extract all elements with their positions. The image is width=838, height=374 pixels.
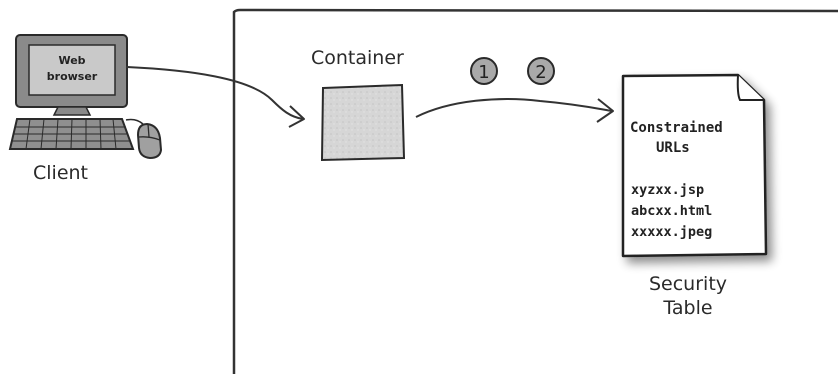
- document-corner-fold: [738, 75, 764, 100]
- lookup-arrow-container-to-table: [416, 99, 613, 122]
- client-label: Client: [33, 162, 88, 184]
- request-arrow-client-to-container: [126, 67, 304, 127]
- mouse-icon: [138, 124, 161, 158]
- url-entry: xxxxx.jpeg: [631, 224, 712, 240]
- url-entry: xyzxx.jsp: [631, 182, 704, 198]
- screen-text-browser: browser: [47, 70, 98, 83]
- security-table-caption-line1: Security: [649, 273, 727, 295]
- security-table-caption-line2: Table: [662, 297, 712, 319]
- step-1-label: 1: [478, 62, 489, 83]
- table-heading-line2: URLs: [656, 140, 690, 156]
- client-computer: Web browser: [10, 35, 161, 158]
- table-heading-line1: Constrained: [630, 120, 723, 136]
- screen-text-web: Web: [58, 54, 85, 67]
- step-2-label: 2: [535, 62, 546, 83]
- monitor-stand: [54, 107, 90, 115]
- url-entry: abcxx.html: [631, 203, 712, 219]
- step-1-marker: 1: [471, 58, 497, 84]
- step-2-marker: 2: [528, 58, 554, 84]
- container-label: Container: [311, 47, 404, 69]
- container-box: [322, 85, 404, 160]
